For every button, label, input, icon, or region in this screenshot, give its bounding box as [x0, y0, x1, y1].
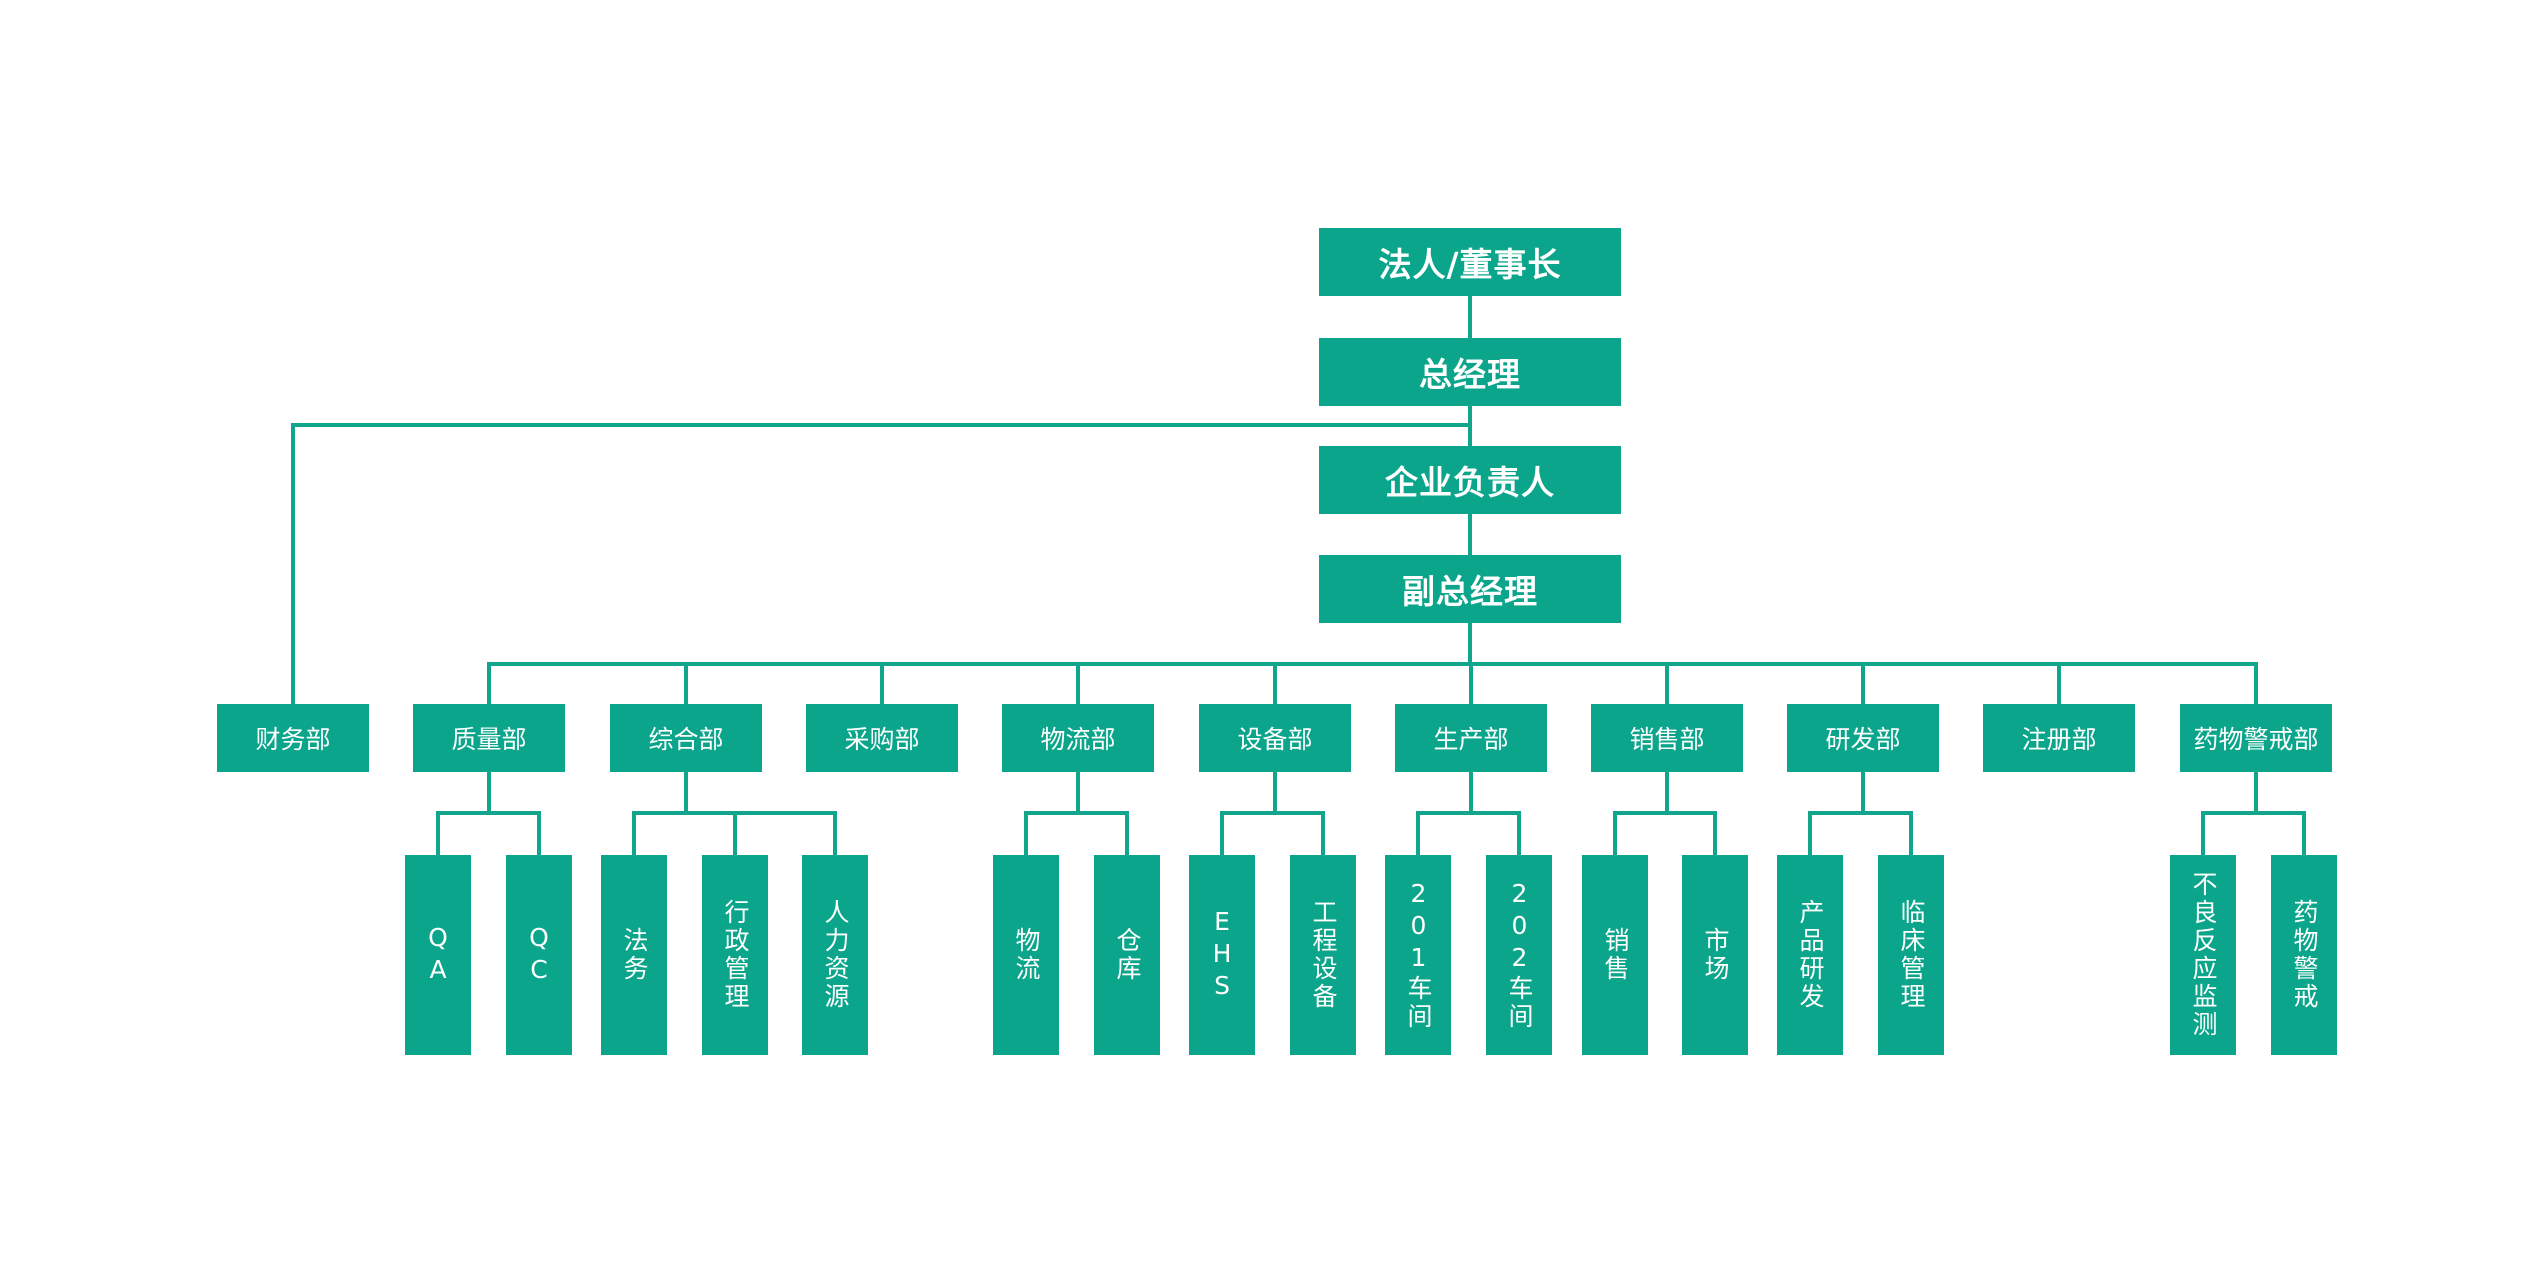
node-qa: QA — [405, 855, 471, 1055]
node-drug-vigilance: 药物警戒 — [2271, 855, 2337, 1055]
node-ehs: EHS — [1189, 855, 1255, 1055]
node-administration: 行政管理 — [702, 855, 768, 1055]
node-finance-dept: 财务部 — [217, 704, 369, 772]
node-registration-dept: 注册部 — [1983, 704, 2135, 772]
node-workshop-202: 202车间 — [1486, 855, 1552, 1055]
node-quality-dept: 质量部 — [413, 704, 565, 772]
node-pharmacovigilance-dept: 药物警戒部 — [2180, 704, 2332, 772]
node-logistics: 物流 — [993, 855, 1059, 1055]
node-deputy-general-manager: 副总经理 — [1319, 555, 1621, 623]
node-clinical-management: 临床管理 — [1878, 855, 1944, 1055]
node-workshop-201: 201车间 — [1385, 855, 1451, 1055]
node-human-resources: 人力资源 — [802, 855, 868, 1055]
node-equipment-dept: 设备部 — [1199, 704, 1351, 772]
node-chairman: 法人/董事长 — [1319, 228, 1621, 296]
node-product-rnd: 产品研发 — [1777, 855, 1843, 1055]
node-legal: 法务 — [601, 855, 667, 1055]
node-sales-dept: 销售部 — [1591, 704, 1743, 772]
node-enterprise-head: 企业负责人 — [1319, 446, 1621, 514]
node-warehouse: 仓库 — [1094, 855, 1160, 1055]
node-rnd-dept: 研发部 — [1787, 704, 1939, 772]
node-engineering-equipment: 工程设备 — [1290, 855, 1356, 1055]
node-purchasing-dept: 采购部 — [806, 704, 958, 772]
node-logistics-dept: 物流部 — [1002, 704, 1154, 772]
node-adverse-reaction-monitoring: 不良反应监测 — [2170, 855, 2236, 1055]
node-general-manager: 总经理 — [1319, 338, 1621, 406]
node-sales: 销售 — [1582, 855, 1648, 1055]
node-qc: QC — [506, 855, 572, 1055]
node-marketing: 市场 — [1682, 855, 1748, 1055]
node-general-affairs-dept: 综合部 — [610, 704, 762, 772]
node-production-dept: 生产部 — [1395, 704, 1547, 772]
